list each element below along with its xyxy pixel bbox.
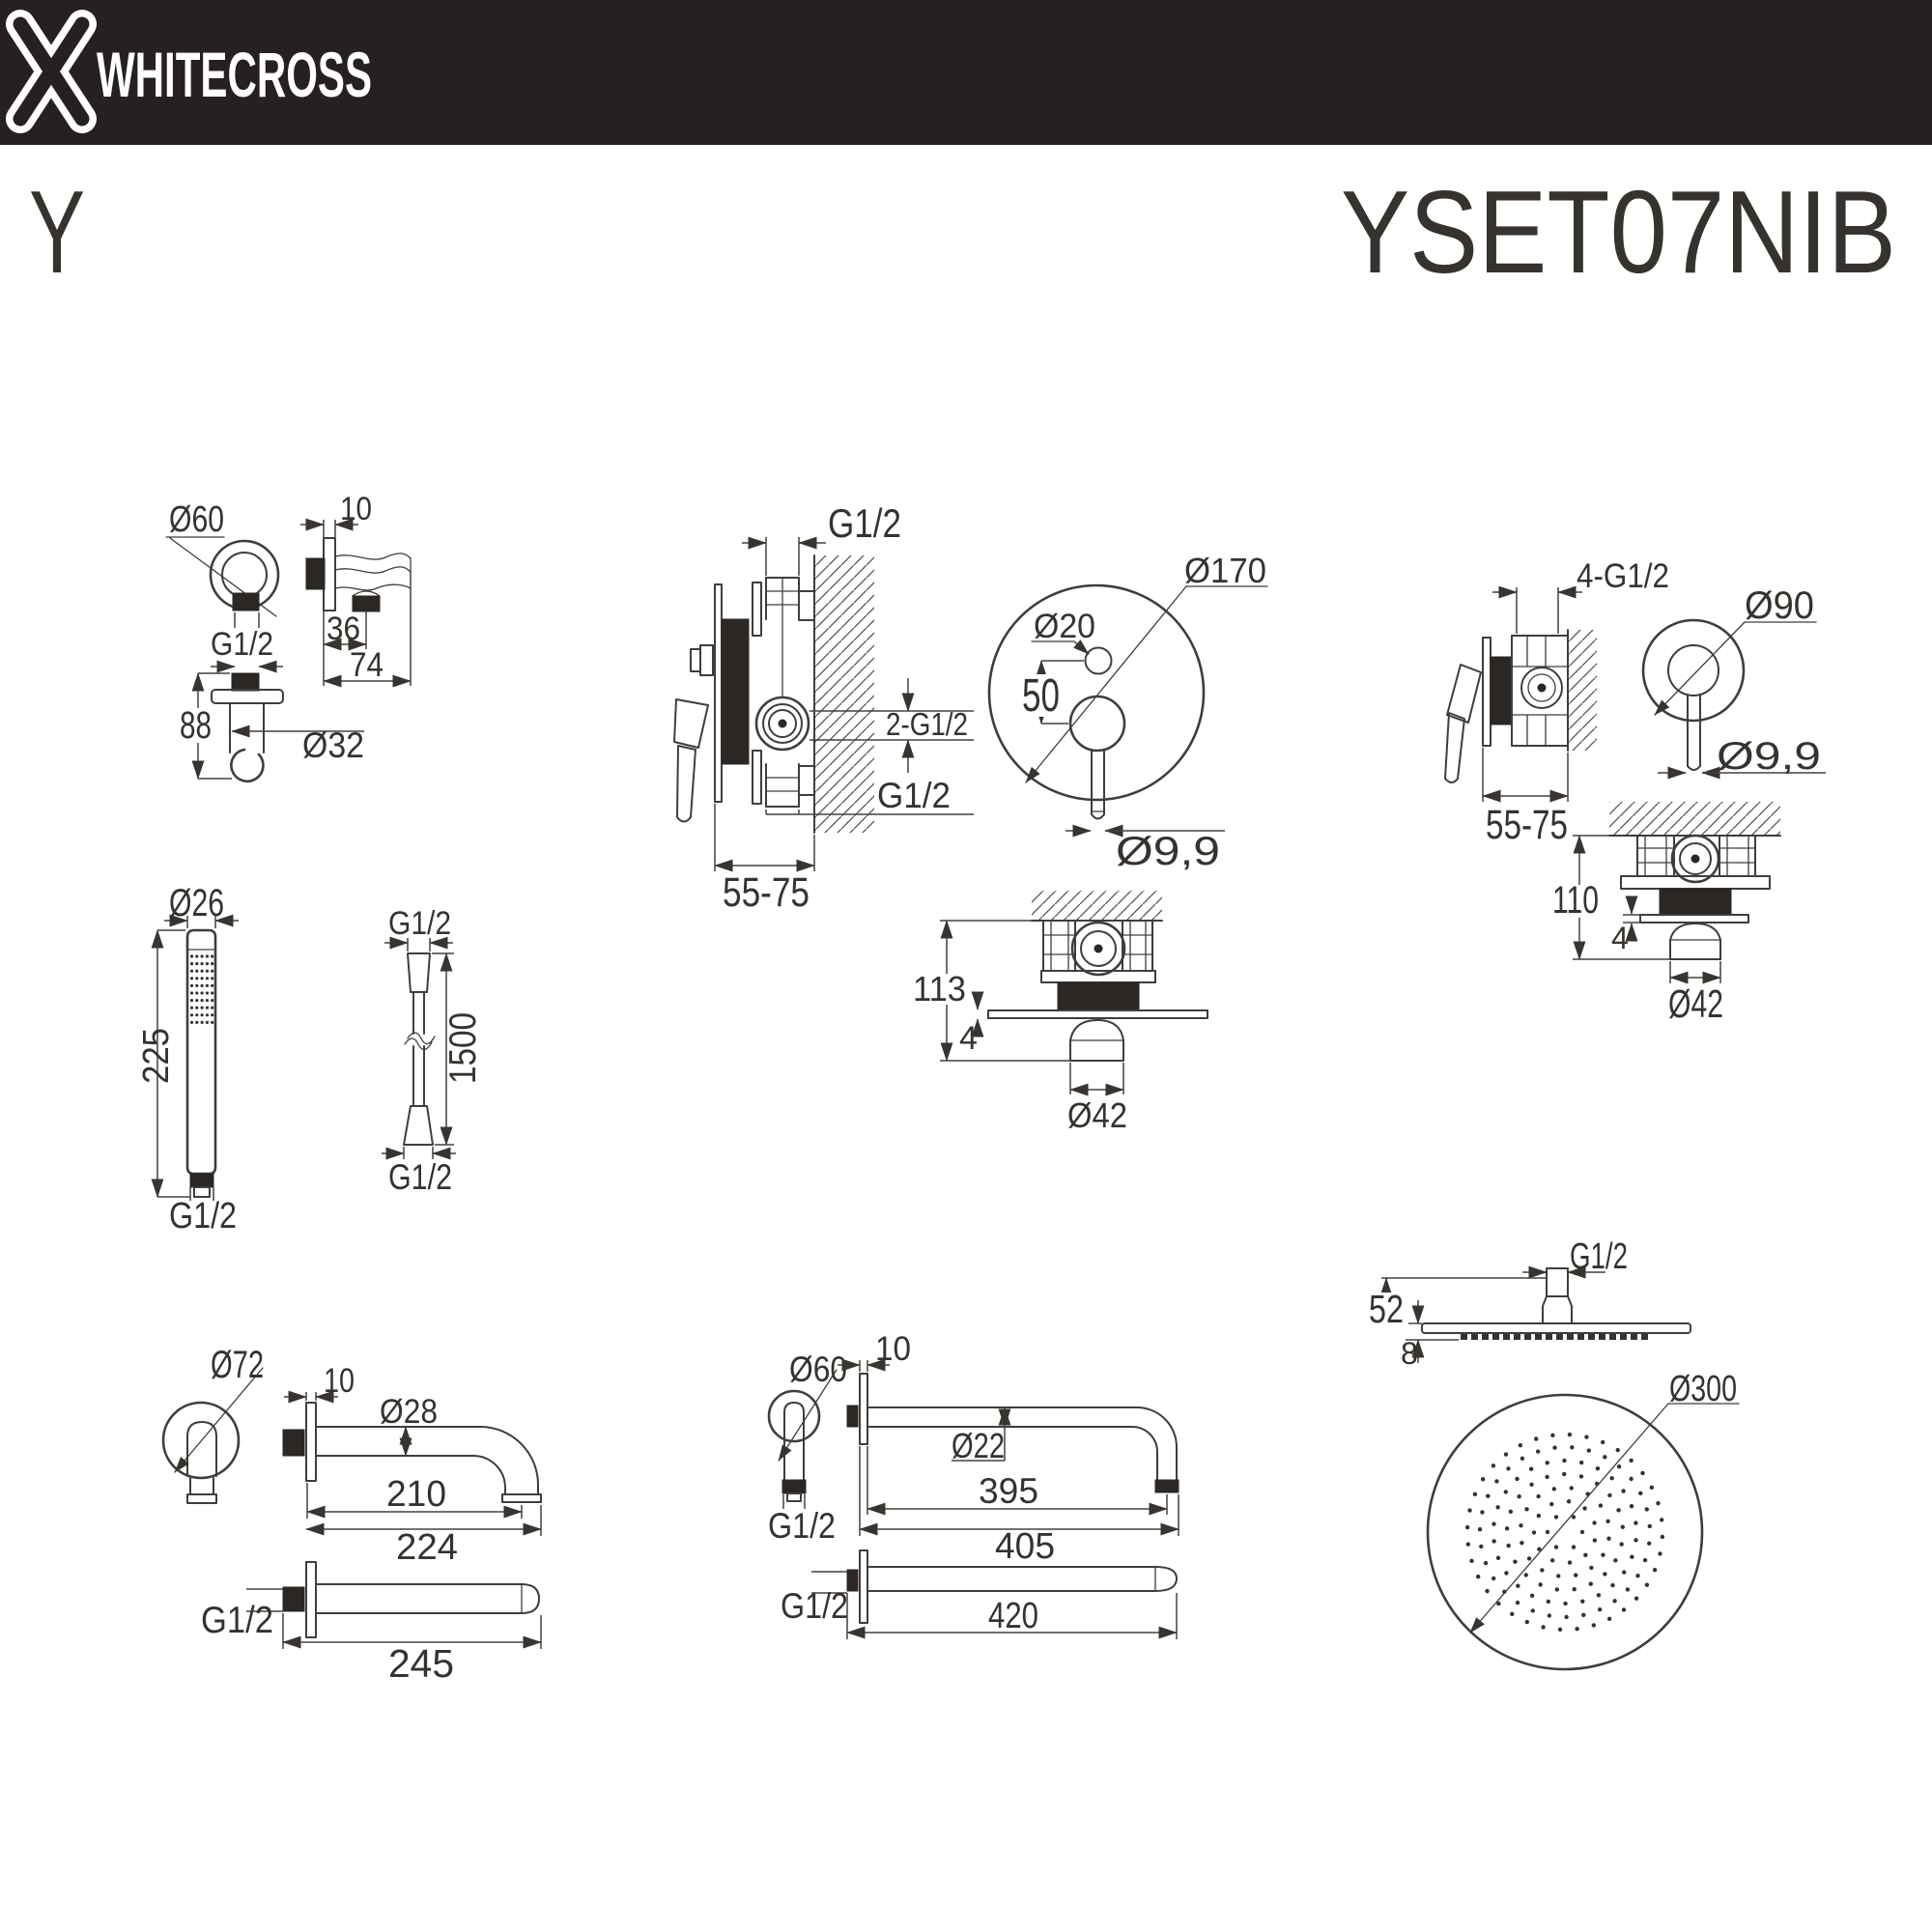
dim-label-224: 224 xyxy=(396,1527,458,1568)
dim-label-g12: G1/2 xyxy=(201,1600,273,1641)
wall-hatch xyxy=(1568,630,1597,751)
dim-label-d170: Ø170 xyxy=(1184,551,1266,590)
hand-shower-nozzle-dots xyxy=(189,954,214,1024)
dim-label-g12: G1/2 xyxy=(211,626,273,663)
dim-label-d20: Ø20 xyxy=(1034,608,1095,645)
dim-label-d72: Ø72 xyxy=(211,1344,264,1386)
dim-label-395: 395 xyxy=(979,1471,1038,1511)
dim-label-36: 36 xyxy=(327,611,360,647)
ceiling-valve-drawing: 110 4 Ø42 xyxy=(1549,802,1781,1026)
dim-label-d22: Ø22 xyxy=(952,1426,1005,1465)
dim-label-d42: Ø42 xyxy=(1668,981,1723,1026)
dim-label-1500: 1500 xyxy=(442,1012,484,1084)
dim-label-d99: Ø9,9 xyxy=(1717,735,1821,778)
dim-label-d28: Ø28 xyxy=(380,1393,438,1431)
dim-label-2-g12: 2-G1/2 xyxy=(886,706,968,742)
dim-label-g12: G1/2 xyxy=(169,1196,237,1236)
dim-label-420: 420 xyxy=(988,1596,1038,1636)
dim-label-4: 4 xyxy=(1611,921,1629,955)
hand-shower-drawing: Ø26 225 G1/2 xyxy=(136,882,239,1236)
header-bar: WHITECROSS xyxy=(0,0,1932,145)
dim-label-g12-top: G1/2 xyxy=(781,1586,848,1626)
dim-label-110: 110 xyxy=(1552,879,1599,922)
dim-label-55-75: 55-75 xyxy=(1486,802,1568,848)
dim-label-74: 74 xyxy=(350,646,384,684)
dim-label-225: 225 xyxy=(136,1028,177,1084)
shower-mixer-front-drawing: Ø90 Ø9,9 xyxy=(1641,584,1826,780)
dim-label-d26: Ø26 xyxy=(169,882,224,924)
dim-label-113: 113 xyxy=(913,969,966,1009)
dim-label-4-g12: 4-G1/2 xyxy=(1577,557,1669,595)
dim-label-10: 10 xyxy=(340,491,372,527)
wall-elbow-holder-drawing: Ø60 G1/2 88 Ø32 10 xyxy=(165,491,412,782)
brand-name: WHITECROSS xyxy=(97,39,372,110)
dim-label-d60: Ø60 xyxy=(169,499,224,540)
dim-label-d300: Ø300 xyxy=(1669,1369,1737,1409)
wall-hatch xyxy=(814,555,874,833)
shower-mixer-side-drawing: 4-G1/2 55-75 xyxy=(1444,557,1669,848)
dim-label-d42: Ø42 xyxy=(1067,1095,1127,1135)
dim-label-d32: Ø32 xyxy=(302,725,364,765)
dim-label-88: 88 xyxy=(180,704,212,747)
dim-label-8: 8 xyxy=(1401,1336,1418,1371)
dim-label-4: 4 xyxy=(959,1020,978,1057)
whitecross-x-logo-icon xyxy=(6,10,97,133)
dim-label-50: 50 xyxy=(1022,670,1060,722)
shower-arm-drawing: Ø60 G1/2 10 Ø22 395 405 xyxy=(767,1330,1179,1639)
dim-label-g12: G1/2 xyxy=(1570,1236,1628,1277)
dim-label-10: 10 xyxy=(324,1362,355,1400)
dim-label-g12-top: G1/2 xyxy=(828,500,901,546)
diverter-mixer-side-drawing: G1/2 2-G1/2 G1/2 55-75 xyxy=(673,500,974,916)
dim-label-405: 405 xyxy=(995,1526,1055,1567)
dim-label-d99: Ø9,9 xyxy=(1116,828,1220,873)
series-title: Y xyxy=(29,166,85,298)
bath-spout-drawing: Ø72 10 Ø28 210 224 xyxy=(161,1344,542,1686)
dim-label-g12-top: G1/2 xyxy=(388,905,451,942)
wall-valve-drawing: 113 4 Ø42 xyxy=(910,891,1208,1135)
dim-label-55-75: 55-75 xyxy=(723,869,810,916)
ceiling-hatch xyxy=(1609,802,1780,836)
dim-label-d60: Ø60 xyxy=(789,1350,847,1389)
overhead-shower-drawing: G1/2 52 8 Ø300 xyxy=(1366,1236,1740,1671)
dim-label-210: 210 xyxy=(386,1474,446,1515)
dim-label-g12-bottom: G1/2 xyxy=(388,1157,452,1197)
diverter-mixer-front-drawing: Ø170 Ø20 50 Ø9,9 xyxy=(987,551,1268,873)
dim-label-g12-front: G1/2 xyxy=(768,1506,836,1546)
dim-label-52: 52 xyxy=(1369,1287,1404,1331)
wall-hatch xyxy=(1032,891,1162,921)
dim-label-245: 245 xyxy=(388,1641,454,1686)
dim-label-g12-bottom: G1/2 xyxy=(877,776,951,815)
header-background xyxy=(0,0,1932,145)
dim-label-d90: Ø90 xyxy=(1745,584,1814,627)
shower-hose-drawing: G1/2 1500 G1/2 xyxy=(382,905,484,1197)
model-code: YSET07NIB xyxy=(1341,166,1896,298)
dim-label-10: 10 xyxy=(875,1330,911,1368)
shower-head-nozzle-dots xyxy=(1464,1432,1665,1633)
